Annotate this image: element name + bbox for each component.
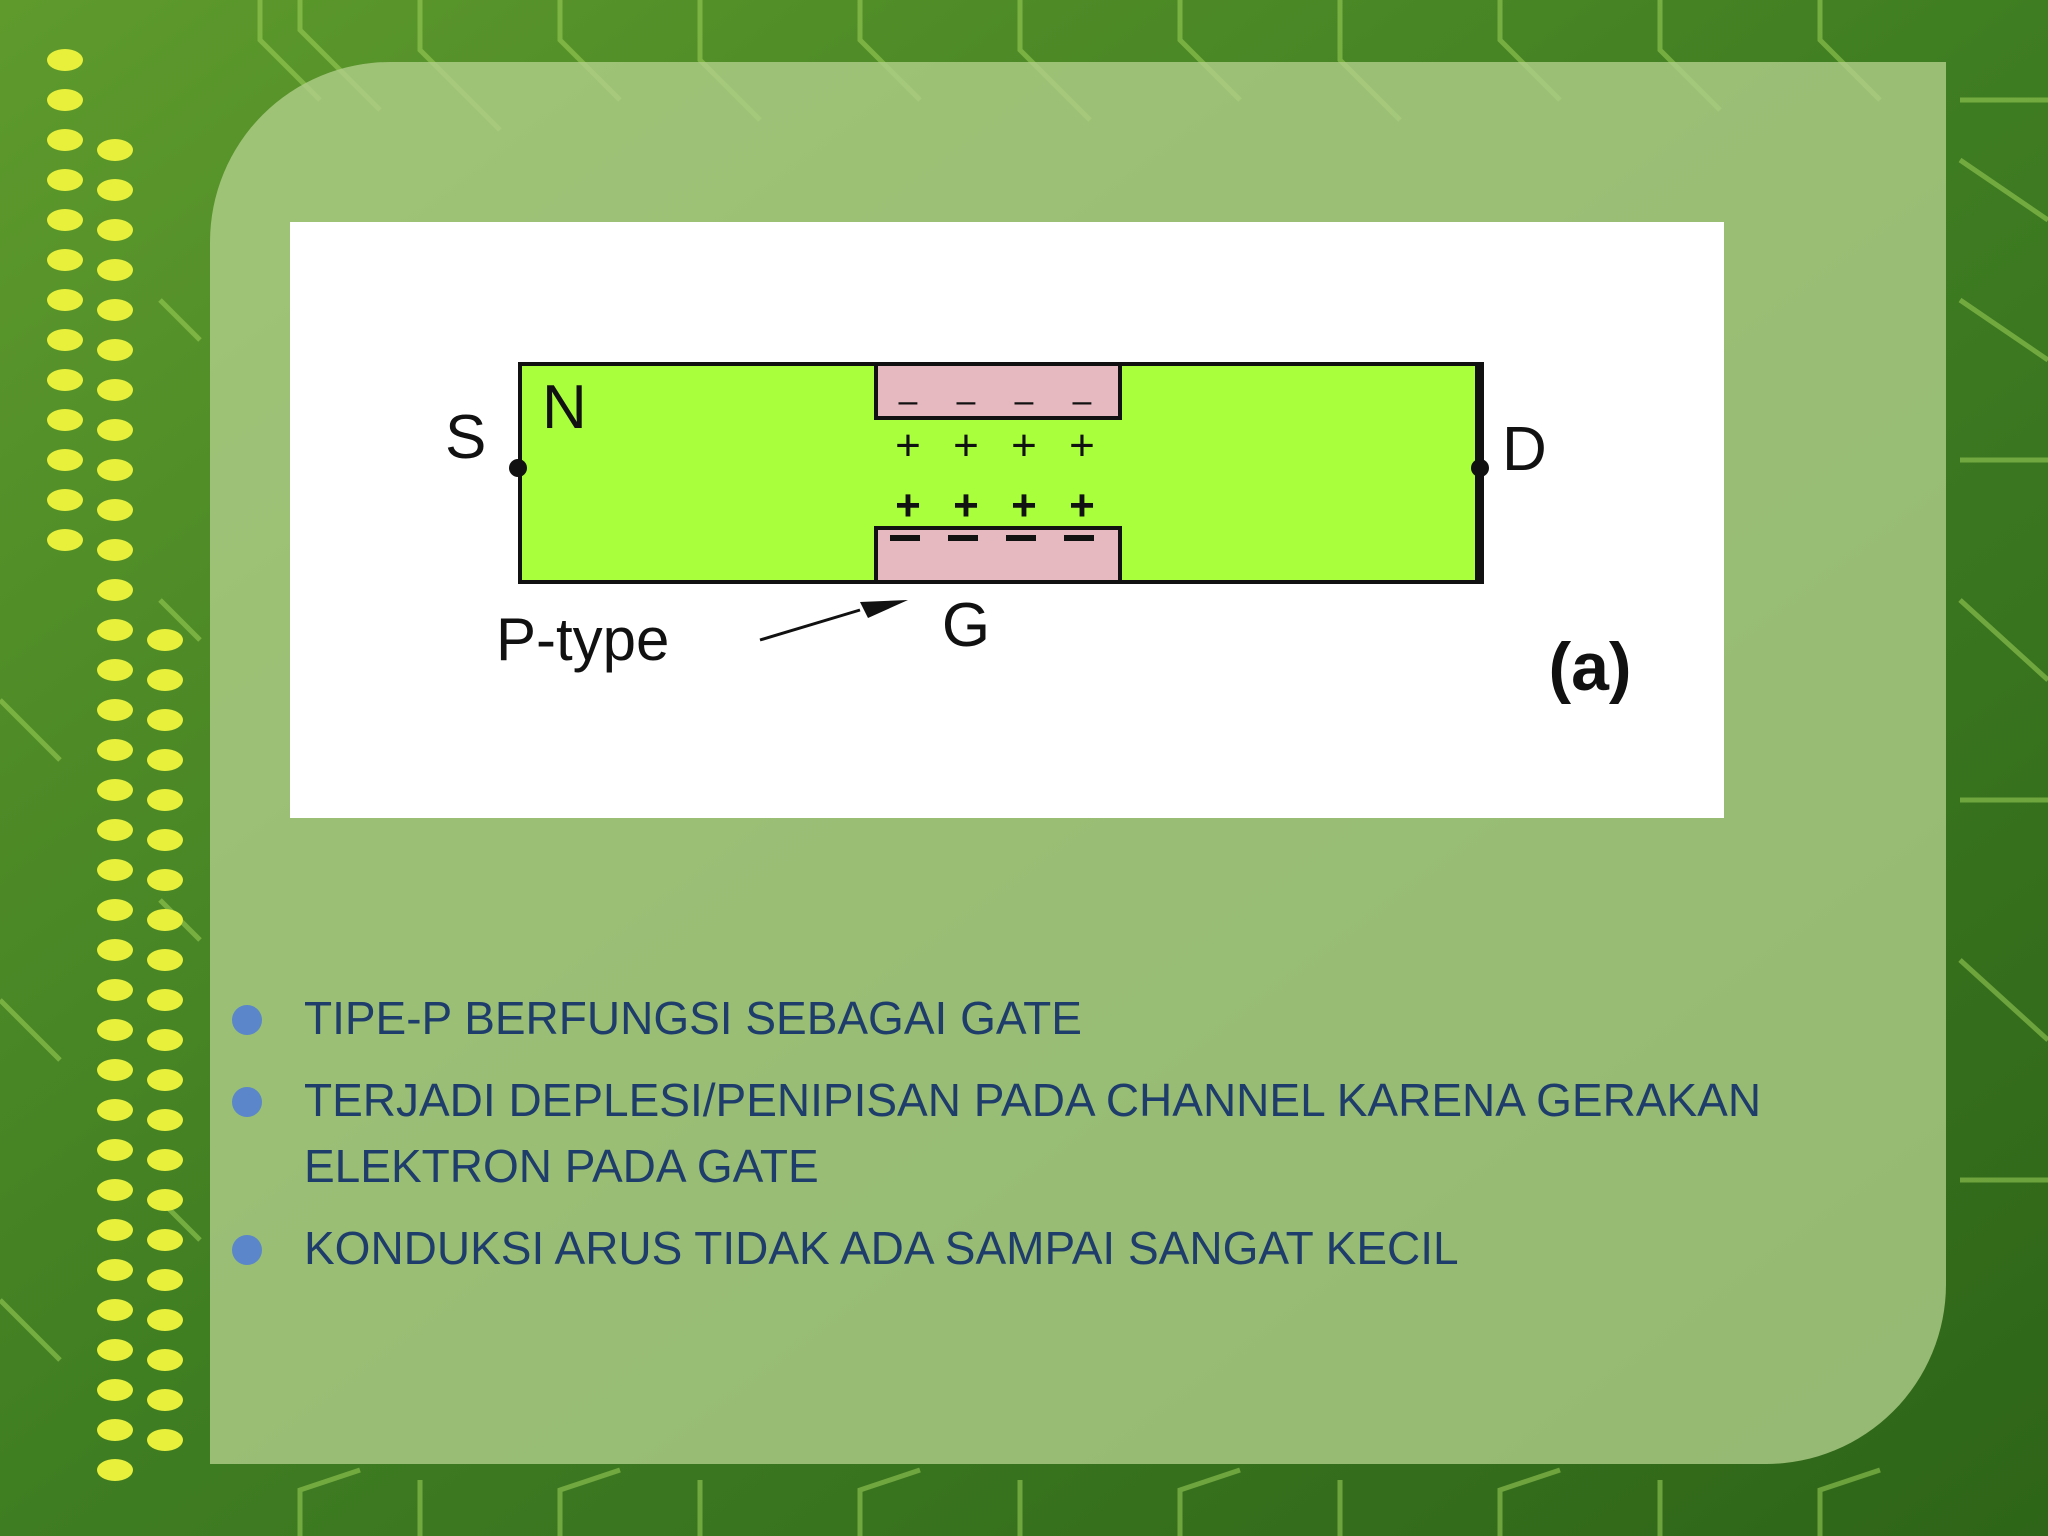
charge-plus: + [1011,481,1037,530]
n-region-label: N [542,373,587,442]
bullet-item: TERJADI DEPLESI/PENIPISAN PADA CHANNEL K… [232,1067,1832,1199]
gate-top-region [874,362,1122,420]
charge-minus: – [899,382,918,420]
bullet-list: TIPE-P BERFUNGSI SEBAGAI GATE TERJADI DE… [232,985,1832,1297]
drain-label: D [1502,415,1547,484]
charge-minus-bar [1006,535,1036,541]
jfet-diagram-svg: – – – – + + + + + + + + S N D G P-type (… [445,362,1632,705]
ptype-arrow-line [759,608,861,642]
bullet-dot-icon [232,1087,262,1117]
charge-plus: + [953,421,979,470]
charge-minus-bar [1064,535,1094,541]
drain-terminal-dot [1471,459,1489,477]
charge-plus: + [895,481,921,530]
ptype-label: P-type [496,606,669,673]
bullet-dot-icon [232,1235,262,1265]
bullet-text: TERJADI DEPLESI/PENIPISAN PADA CHANNEL K… [304,1074,1762,1192]
bullet-item: KONDUKSI ARUS TIDAK ADA SAMPAI SANGAT KE… [232,1215,1832,1281]
bullet-item: TIPE-P BERFUNGSI SEBAGAI GATE [232,985,1832,1051]
charge-minus: – [1073,382,1092,420]
charge-plus: + [1011,421,1037,470]
source-label: S [445,403,486,472]
charge-minus-bar [890,535,920,541]
jfet-diagram: – – – – + + + + + + + + S N D G P-type (… [290,222,1724,818]
charge-minus-bar [948,535,978,541]
source-terminal-dot [509,459,527,477]
figure-label: (a) [1548,629,1631,705]
bullet-text: KONDUKSI ARUS TIDAK ADA SAMPAI SANGAT KE… [304,1222,1459,1274]
charge-plus: + [895,421,921,470]
charge-minus: – [957,382,976,420]
charge-plus: + [1069,481,1095,530]
bullet-dot-icon [232,1005,262,1035]
charge-minus: – [1015,382,1034,420]
charge-plus: + [1069,421,1095,470]
ptype-arrow-head [860,600,908,618]
gate-label: G [942,591,990,660]
bullet-text: TIPE-P BERFUNGSI SEBAGAI GATE [304,992,1082,1044]
charge-plus: + [953,481,979,530]
